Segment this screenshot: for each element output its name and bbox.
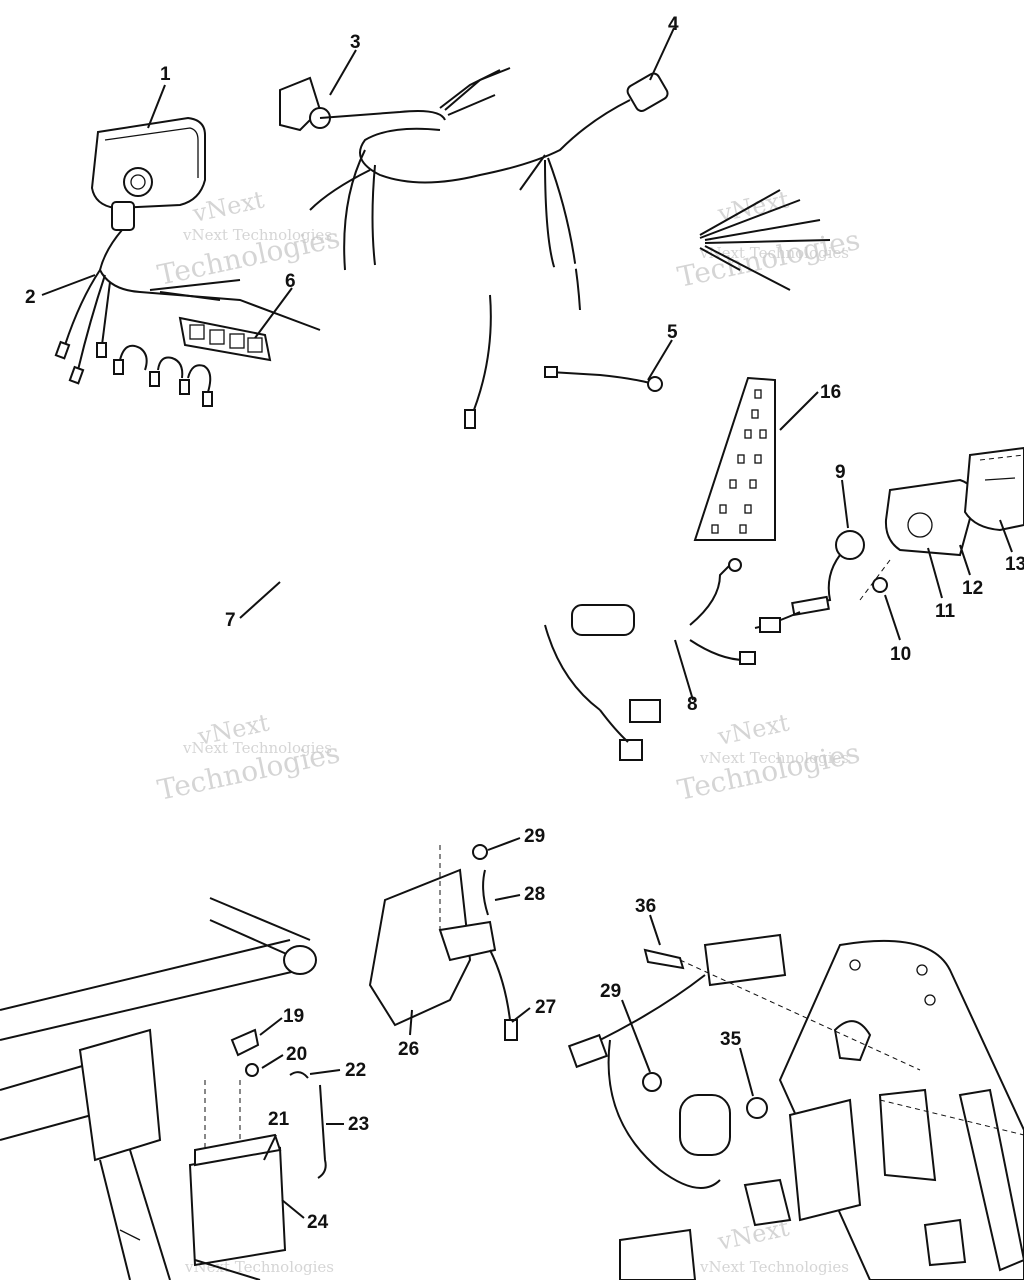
callout-16: 16 bbox=[820, 382, 841, 403]
cdi-mount bbox=[567, 933, 1024, 1280]
callout-1: 1 bbox=[160, 64, 171, 85]
headlight bbox=[90, 116, 206, 210]
svg-text:vNext Technologies: vNext Technologies bbox=[184, 1258, 334, 1276]
callout-23: 23 bbox=[348, 1114, 369, 1135]
main-connector-upper bbox=[309, 72, 669, 311]
leader-lines bbox=[41, 27, 1013, 1219]
callout-29-upper: 29 bbox=[524, 826, 545, 847]
frame-assembly bbox=[0, 897, 317, 1280]
svg-text:vNext Technologies: vNext Technologies bbox=[182, 226, 332, 244]
svg-text:vNext Technologies: vNext Technologies bbox=[182, 739, 332, 757]
callout-35: 35 bbox=[720, 1029, 742, 1050]
callout-7: 7 bbox=[225, 610, 236, 631]
handlebar-switch bbox=[279, 67, 511, 132]
callout-11: 11 bbox=[935, 601, 956, 622]
fuse-panel bbox=[693, 376, 776, 541]
svg-text:vNext Technologies: vNext Technologies bbox=[699, 1258, 849, 1276]
sensor-lead bbox=[544, 366, 663, 392]
callout-8: 8 bbox=[687, 694, 698, 715]
callout-19: 19 bbox=[283, 1006, 304, 1027]
callout-20: 20 bbox=[286, 1044, 307, 1065]
callout-29-lower: 29 bbox=[600, 981, 621, 1002]
rear-connector bbox=[544, 558, 756, 761]
callout-24: 24 bbox=[307, 1212, 329, 1233]
callout-13: 13 bbox=[1005, 554, 1024, 575]
battery-group bbox=[188, 1028, 327, 1280]
callout-6: 6 bbox=[285, 271, 296, 292]
watermark-mid-left: vNext vNext Technologies Technologies bbox=[155, 708, 343, 806]
callout-10: 10 bbox=[890, 644, 911, 665]
callout-4: 4 bbox=[668, 14, 679, 35]
callout-21: 21 bbox=[268, 1109, 290, 1130]
svg-text:vNext Technologies: vNext Technologies bbox=[699, 244, 849, 262]
callout-12: 12 bbox=[962, 578, 983, 599]
callout-5: 5 bbox=[667, 322, 678, 343]
callout-28: 28 bbox=[524, 884, 545, 905]
callout-9: 9 bbox=[835, 462, 846, 483]
callout-22: 22 bbox=[345, 1060, 366, 1081]
svg-text:vNext: vNext bbox=[714, 708, 792, 751]
terminal-block bbox=[178, 316, 272, 362]
callout-36: 36 bbox=[635, 896, 656, 917]
tail-lamp-assembly bbox=[754, 446, 1024, 633]
front-sub-harness bbox=[54, 201, 321, 407]
bracket-assembly bbox=[368, 844, 518, 1041]
watermark-mid-right: vNext vNext Technologies Technologies bbox=[675, 708, 863, 806]
svg-text:Technologies: Technologies bbox=[675, 736, 863, 807]
callout-26: 26 bbox=[398, 1039, 419, 1060]
callout-labels: 1 2 3 4 5 6 7 8 9 10 11 12 13 16 19 20 2… bbox=[25, 14, 1024, 1233]
callout-3: 3 bbox=[350, 32, 361, 53]
svg-text:vNext Technologies: vNext Technologies bbox=[699, 749, 849, 767]
callout-27: 27 bbox=[535, 997, 556, 1018]
callout-2: 2 bbox=[25, 287, 36, 308]
